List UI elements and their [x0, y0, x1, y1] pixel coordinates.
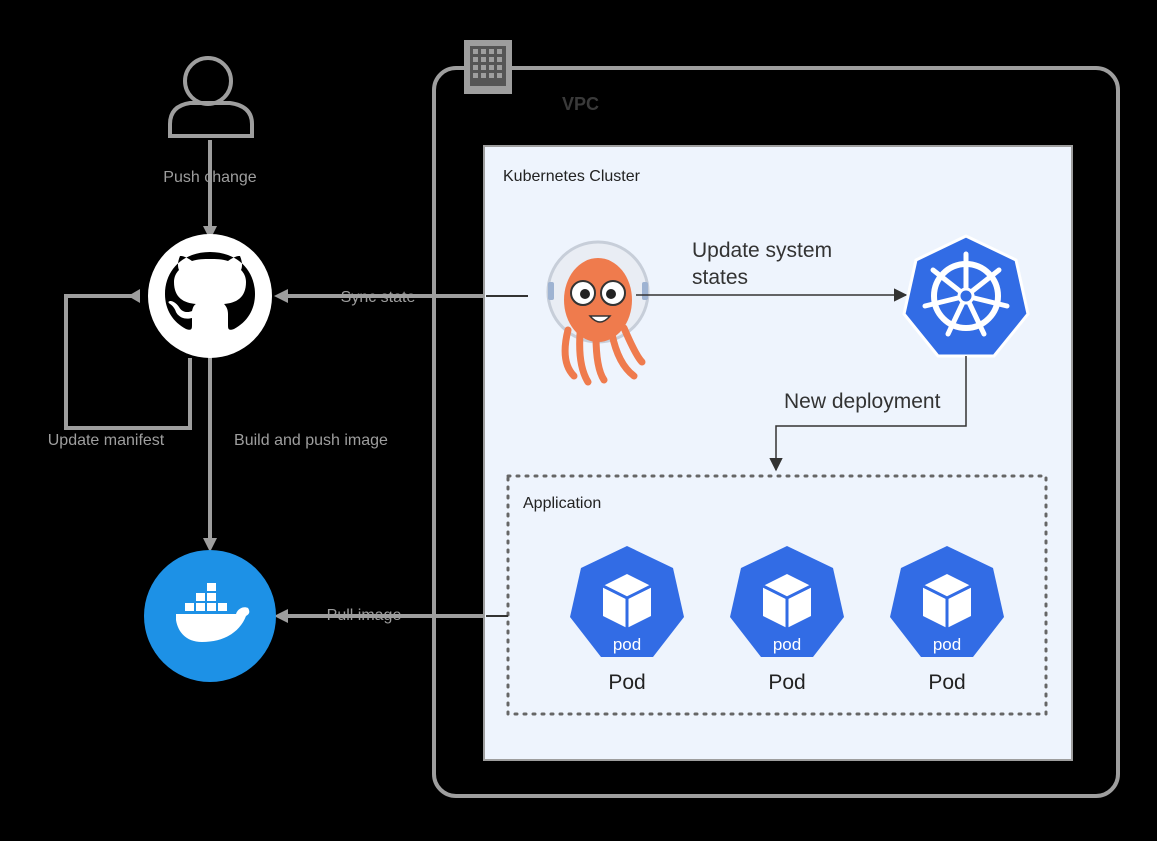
left-connectors [64, 140, 484, 618]
pod-badge: pod [613, 635, 641, 654]
pod-cube-icon [922, 574, 972, 628]
cluster-label: Kubernetes Cluster [503, 168, 641, 185]
pod-cube-icon [762, 574, 812, 628]
pod-badge: pod [773, 635, 801, 654]
pod-label: Pod [928, 671, 965, 694]
kubernetes-icon [902, 234, 1030, 358]
pull-image-arrowhead [274, 609, 288, 623]
user-icon [168, 56, 254, 138]
new-deployment-arrow [769, 356, 967, 472]
sync-state-label: Sync state [341, 289, 416, 306]
vpc-label: VPC [562, 94, 599, 114]
pod-2: pod Pod [730, 546, 844, 694]
update-states-label-line2: states [692, 266, 748, 289]
build-push-arrowhead [203, 538, 217, 552]
building-icon [464, 40, 512, 94]
pod-label: Pod [768, 671, 805, 694]
pod-label: Pod [608, 671, 645, 694]
update-manifest-arrowhead [128, 289, 140, 303]
pod-1: pod Pod [570, 546, 684, 694]
pull-image-label: Pull image [327, 607, 402, 624]
update-states-label-line1: Update system [692, 239, 832, 262]
application-label: Application [523, 495, 601, 512]
build-push-label: Build and push image [234, 432, 388, 449]
argo-cd-icon [546, 240, 650, 386]
sync-state-arrowhead [274, 289, 288, 303]
docker-icon [144, 550, 276, 682]
github-icon [148, 234, 272, 358]
update-manifest-label: Update manifest [48, 432, 165, 449]
push-change-arrowhead [203, 226, 217, 240]
new-deployment-label: New deployment [784, 390, 941, 413]
application-box [506, 474, 1048, 716]
push-change-label: Push change [163, 169, 257, 186]
pod-cube-icon [602, 574, 652, 628]
pod-3: pod Pod [890, 546, 1004, 694]
pod-badge: pod [933, 635, 961, 654]
vpc-boundary [432, 66, 1120, 798]
